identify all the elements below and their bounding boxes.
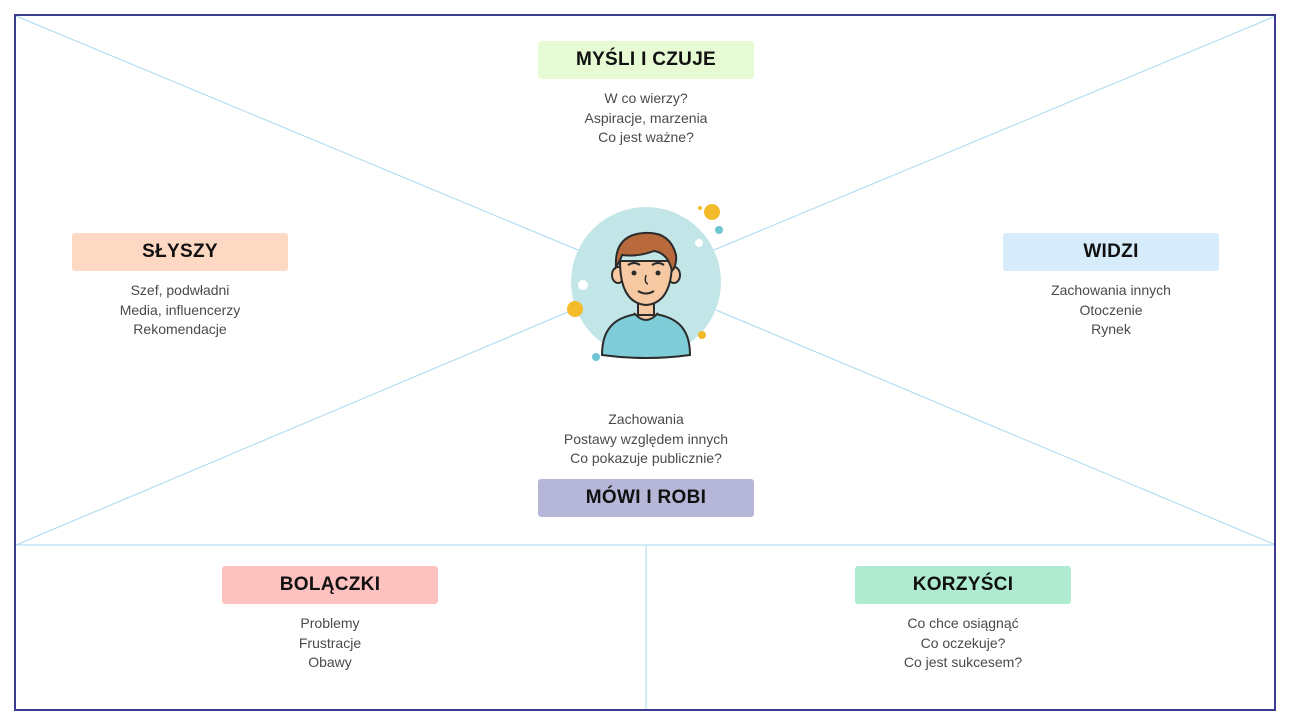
description-line: Media, influencerzy — [119, 301, 241, 318]
description-line: Co chce osiągnąć — [907, 615, 1019, 631]
description-line: Frustracje — [298, 634, 362, 651]
section-description: W co wierzy? Aspiracje, marzenia Co jest… — [478, 89, 814, 148]
dot-white-left — [578, 280, 588, 290]
eye-left — [631, 270, 637, 276]
description-line: Co oczekuje? — [920, 634, 1006, 651]
section-title: KORZYŚCI — [855, 566, 1071, 604]
section-title: MÓWI I ROBI — [538, 479, 754, 517]
diagonal-bottom-left — [15, 311, 569, 546]
section-description: Zachowania innych Otoczenie Rynek — [943, 281, 1279, 340]
description-line: Co jest ważne? — [598, 129, 694, 145]
map-frame — [14, 14, 1276, 711]
dot-yellow-large — [704, 204, 720, 220]
section-description: Co chce osiągnąć Co oczekuje? Co jest su… — [795, 614, 1131, 673]
description-line: Co pokazuje publicznie? — [570, 450, 722, 466]
section-title: WIDZI — [1003, 233, 1219, 271]
diagonal-top-right — [713, 15, 1277, 251]
section-hears: SŁYSZY Szef, podwładni Media, influencer… — [72, 233, 288, 340]
person-avatar-icon — [567, 204, 723, 361]
section-description-says-does: Zachowania Postawy względem innych Co po… — [478, 410, 814, 469]
hair — [614, 231, 678, 274]
section-thinks-feels: MYŚLI I CZUJE W co wierzy? Aspiracje, ma… — [538, 41, 754, 148]
section-description: Szef, podwładni Media, influencerzy Reko… — [12, 281, 348, 340]
section-sees: WIDZI Zachowania innych Otoczenie Rynek — [1003, 233, 1219, 340]
section-gains: KORZYŚCI Co chce osiągnąć Co oczekuje? C… — [855, 566, 1071, 673]
description-line: Otoczenie — [1079, 301, 1143, 318]
dot-yellow-left — [567, 301, 583, 317]
description-line: Co jest sukcesem? — [903, 654, 1023, 670]
description-line: Zachowania — [608, 411, 684, 427]
description-line: Rynek — [1091, 321, 1131, 337]
brow-left — [627, 262, 641, 266]
section-title: BOLĄCZKI — [222, 566, 438, 604]
description-line: Aspiracje, marzenia — [584, 109, 708, 126]
description-line: Rekomendacje — [133, 321, 227, 337]
eye-right — [655, 270, 661, 276]
dot-yellow-small — [698, 206, 702, 210]
dot-yellow-right — [698, 331, 706, 339]
description-line: Szef, podwładni — [130, 282, 230, 298]
diagonal-bottom-right — [715, 309, 1277, 546]
dot-white — [695, 239, 703, 247]
section-pains: BOLĄCZKI Problemy Frustracje Obawy — [222, 566, 438, 673]
section-title: MYŚLI I CZUJE — [538, 41, 754, 79]
description-line: Obawy — [308, 654, 352, 670]
dot-teal-bottom — [592, 353, 600, 361]
diagonal-top-left — [15, 15, 579, 251]
shirt — [600, 311, 692, 359]
description-line: W co wierzy? — [604, 90, 688, 106]
section-description: Problemy Frustracje Obawy — [162, 614, 498, 673]
description-line: Problemy — [300, 615, 360, 631]
description-line: Zachowania innych — [1051, 282, 1171, 298]
dot-teal — [715, 226, 723, 234]
brow-right — [651, 262, 665, 266]
nose — [644, 274, 649, 285]
section-title: SŁYSZY — [72, 233, 288, 271]
description-line: Postawy względem innych — [563, 430, 729, 447]
section-says-does: MÓWI I ROBI — [538, 479, 754, 517]
mouth — [637, 290, 655, 295]
